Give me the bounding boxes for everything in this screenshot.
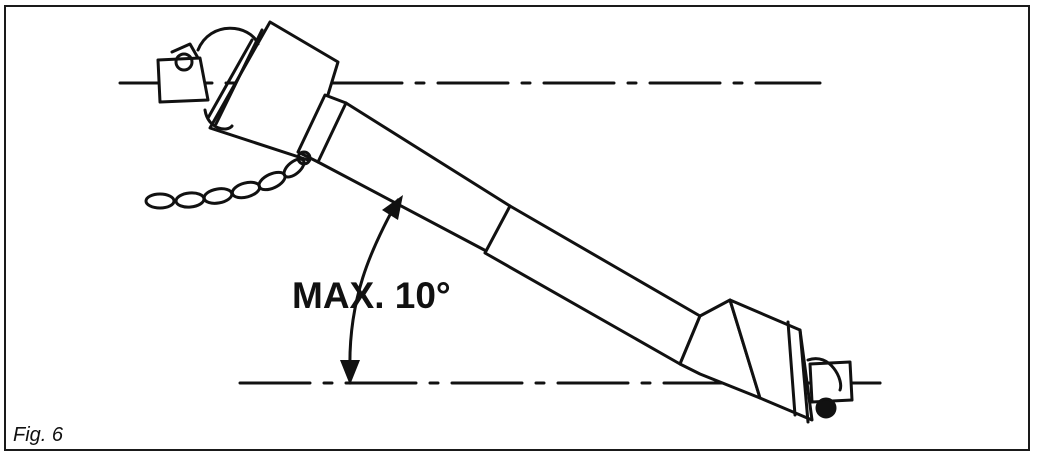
lower-yoke-icon [806, 357, 882, 419]
figure-caption: Fig. 6 [13, 424, 64, 446]
shaft-tube-upper [316, 101, 512, 255]
angle-label: MAX. 10° [292, 275, 451, 316]
lower-joint-guard [678, 298, 814, 424]
safety-chain-icon [144, 150, 312, 210]
angle-dimension-arc [340, 195, 403, 385]
shaft-guard-sleeve [483, 204, 702, 366]
upper-yoke-icon [156, 26, 260, 131]
upper-joint-guard [206, 20, 348, 164]
